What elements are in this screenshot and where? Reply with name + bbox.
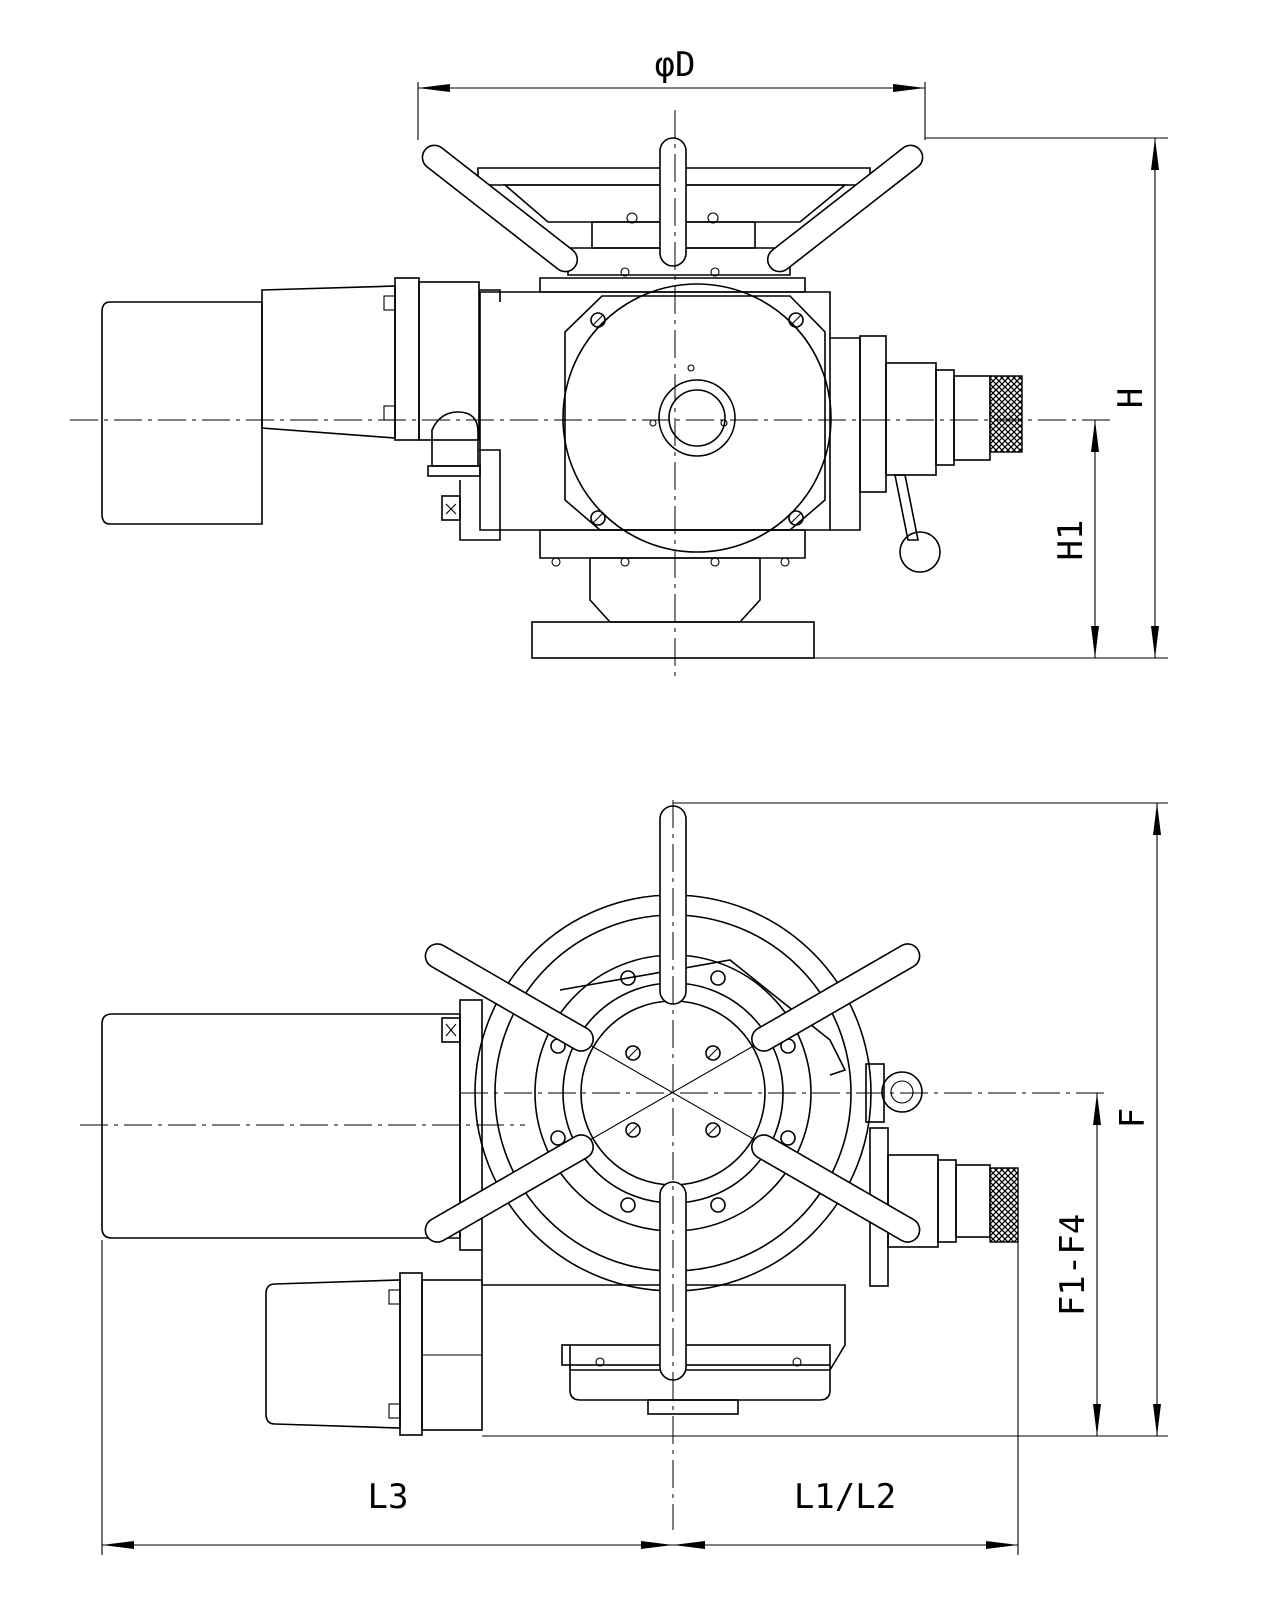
dim-label-l1-l2: L1/L2 [794,1477,896,1517]
handwheel-spokes-plan [424,805,921,1381]
dim-label-f1-f4: F1-F4 [1053,1214,1093,1316]
knurled-knob-side [989,375,1023,453]
override-plan [865,1063,1019,1287]
override-side [830,335,1023,573]
lever-ball [899,531,941,573]
dim-label-f: F [1113,1108,1153,1128]
plan-view-dimensions: F F1-F4 L3 L1/L2 [101,802,1168,1555]
motor-side [101,277,501,541]
gearbox-body-side [479,267,832,567]
dim-label-l3: L3 [368,1477,409,1517]
spoke-right [766,144,924,273]
mounting-flange-side [531,557,815,659]
cover-disc [562,283,832,553]
side-view [70,110,1110,680]
dim-label-h1: H1 [1051,520,1091,561]
dim-label-phi-d: φD [655,45,696,85]
cover-screws [590,312,804,526]
plan-view [80,800,1108,1530]
dim-label-h: H [1111,388,1151,408]
spoke-left [421,144,579,273]
handwheel-spokes-side [421,137,924,273]
side-view-dimensions: φD H H1 [417,45,1168,659]
spoke-center [659,137,687,267]
lever-ball-plan [881,1071,923,1113]
knurled-knob-plan [989,1167,1019,1243]
terminal-box-plan [265,1272,483,1436]
